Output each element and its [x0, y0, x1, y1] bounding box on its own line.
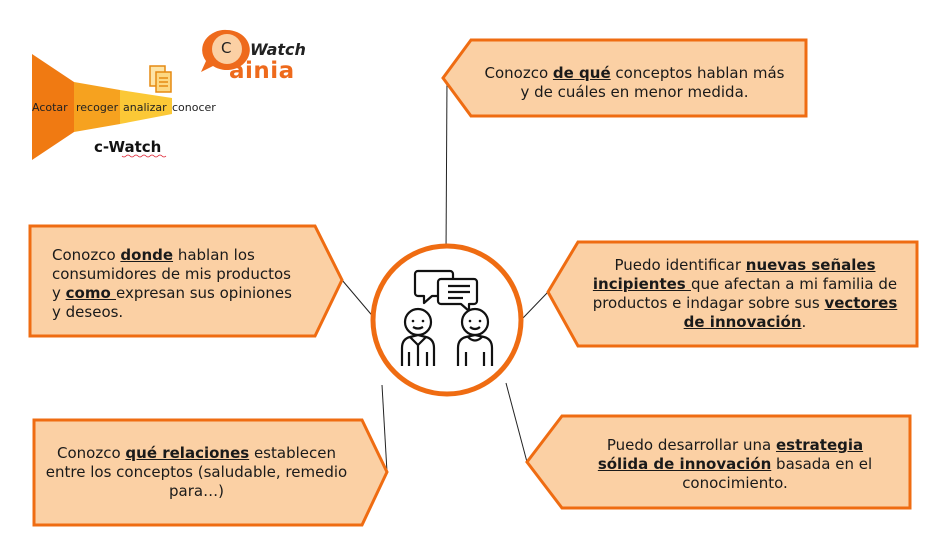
emphasis: donde — [120, 246, 174, 264]
emphasis: estrategia sólida de innovación — [597, 436, 864, 473]
funnel-segment-recoger — [74, 82, 120, 132]
callout-bottom-left-text: Conozco qué relaciones establecen entre … — [45, 444, 348, 500]
callout-bottom-right-shape — [525, 414, 912, 510]
brand-logo-text: ainia — [229, 58, 295, 84]
person-right-icon — [456, 307, 494, 366]
emphasis: de qué — [552, 64, 611, 82]
callout-top-right-text: Conozco de qué conceptos hablan más y de… — [484, 64, 785, 101]
callout-middle-right-shape — [546, 240, 919, 348]
logo-caption: c-Watch — [94, 138, 162, 156]
connector-middle-right — [522, 291, 549, 319]
emphasis: qué relaciones — [125, 444, 250, 462]
chat-bubbles-icon — [413, 269, 479, 313]
watch-text: Watch — [250, 40, 306, 59]
person-left-icon — [400, 307, 436, 366]
callout-bottom-left-shape — [32, 418, 389, 527]
connector-bottom-left — [381, 384, 388, 473]
callout-middle-left-shape — [28, 224, 344, 338]
funnel-segment-analizar — [120, 90, 172, 124]
funnel-label-analizar: analizar — [123, 101, 167, 114]
documents-icon — [149, 65, 172, 93]
center-circle — [370, 243, 524, 397]
caption-underline — [121, 154, 167, 158]
callout-middle-left-text: Conozco donde hablan los consumidores de… — [52, 246, 292, 321]
funnel-label-acotar: Acotar — [32, 101, 68, 114]
funnel-segment-acotar — [32, 54, 74, 160]
callout-top-right-shape — [441, 38, 808, 118]
funnel-label-recoger: recoger — [76, 101, 119, 114]
callout-middle-right-text: Puedo identificar nuevas señales incipie… — [592, 256, 898, 331]
connector-top-right — [445, 77, 448, 256]
callout-bottom-right-text: Puedo desarrollar una estrategia sólida … — [597, 436, 873, 492]
emphasis: vectores de innovación — [683, 294, 898, 331]
connector-bottom-right — [505, 382, 528, 463]
c-bubble-icon — [201, 29, 250, 72]
c-bubble-letter: C — [221, 39, 232, 57]
emphasis: nuevas señales incipientes — [592, 256, 876, 293]
emphasis: como — [65, 284, 117, 302]
funnel-label-conocer: conocer — [172, 101, 216, 114]
